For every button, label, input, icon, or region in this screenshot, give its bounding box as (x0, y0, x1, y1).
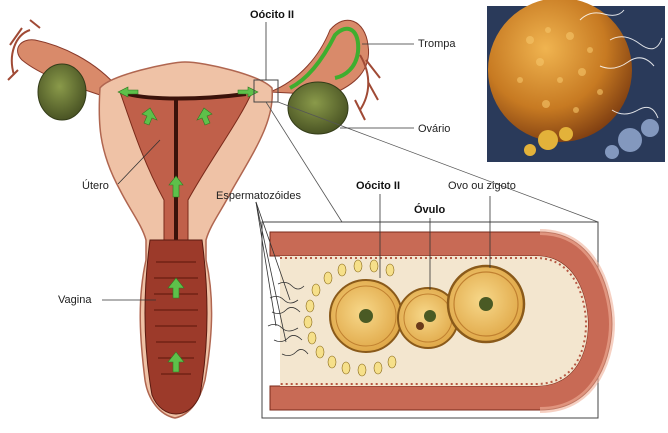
label-utero: Útero (82, 180, 109, 192)
label-trompa: Trompa (418, 38, 456, 50)
zygote-nucleus (479, 297, 493, 311)
micrograph-egg (488, 0, 632, 142)
left-ovary (38, 64, 86, 120)
label-oocito-top: Oócito II (250, 9, 294, 21)
label-espermatozoides: Espermatozóides (216, 190, 301, 202)
vagina-canal (145, 240, 207, 414)
label-zigoto: Ovo ou zigoto (448, 180, 516, 192)
label-ovulo: Óvulo (414, 204, 445, 216)
right-ovary (288, 82, 348, 134)
zoom-inset (262, 222, 612, 418)
label-vagina: Vagina (58, 294, 91, 306)
ovum-pronucleus (416, 322, 424, 330)
ovum-nucleus (424, 310, 436, 322)
label-oocito-zoom: Oócito II (356, 180, 400, 192)
oocyte-ii-nucleus (359, 309, 373, 323)
label-ovario: Ovário (418, 123, 450, 135)
micrograph-photo (487, 0, 665, 162)
